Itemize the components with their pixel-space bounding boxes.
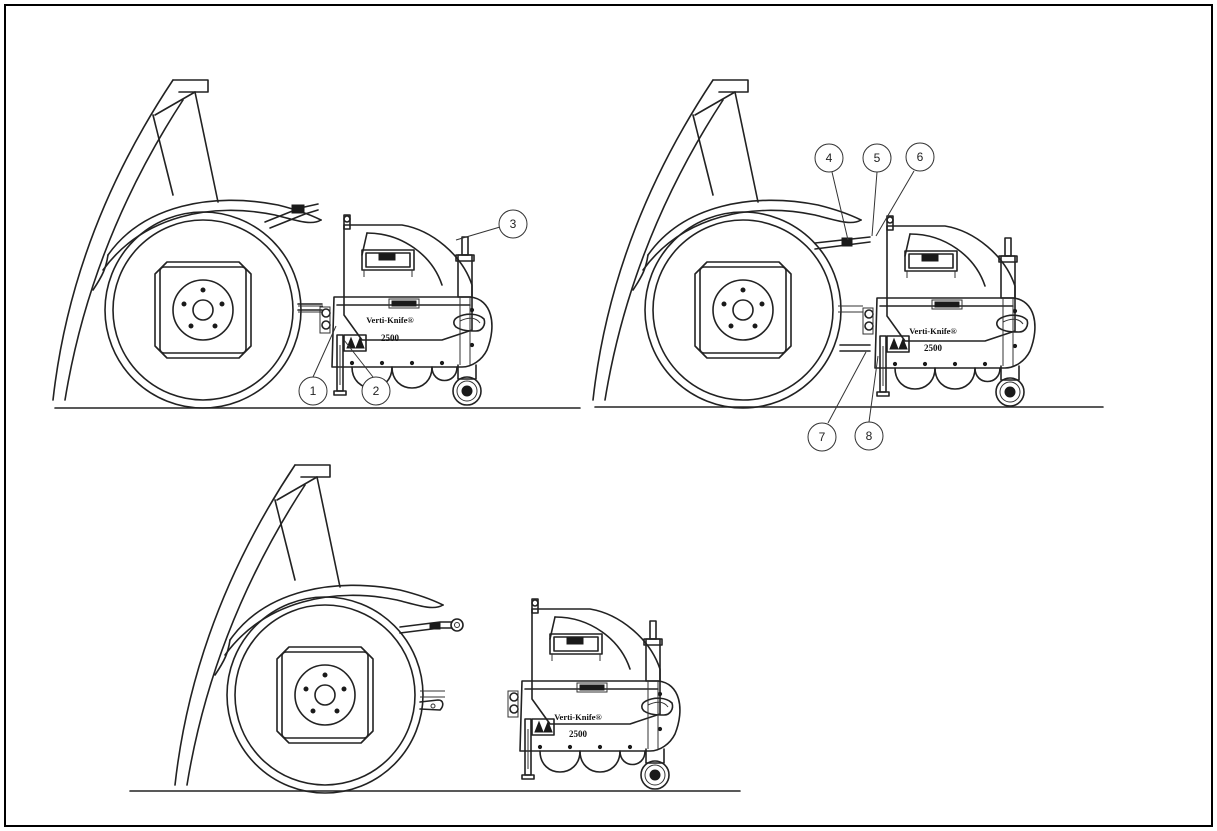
model-label-3: 2500 bbox=[569, 729, 588, 739]
callout-5: 5 bbox=[862, 143, 892, 173]
callout-1: 1 bbox=[298, 376, 328, 406]
view-3: Verti-Knife® 2500 bbox=[129, 464, 741, 794]
view-1: Verti-Knife® 2500 bbox=[52, 79, 581, 409]
svg-text:3: 3 bbox=[510, 217, 517, 231]
svg-text:8: 8 bbox=[866, 429, 873, 443]
view-2: Verti-Knife® 2500 bbox=[592, 79, 1104, 409]
svg-text:6: 6 bbox=[917, 150, 924, 164]
callout-7: 7 bbox=[807, 422, 837, 452]
verti-knife-2 bbox=[862, 215, 1036, 407]
callout-2: 2 bbox=[361, 376, 391, 406]
tractor-2 bbox=[592, 79, 864, 409]
svg-text:7: 7 bbox=[819, 430, 826, 444]
verti-knife-3 bbox=[507, 598, 681, 790]
brand-label-1: Verti-Knife® bbox=[366, 315, 414, 325]
callout-4: 4 bbox=[814, 143, 844, 173]
top-link-3 bbox=[399, 621, 453, 628]
verti-knife-1 bbox=[319, 214, 493, 406]
callout-6: 6 bbox=[905, 142, 935, 172]
model-label-2: 2500 bbox=[924, 343, 943, 353]
tractor-3 bbox=[174, 464, 446, 794]
callout-3: 3 bbox=[498, 209, 528, 239]
svg-text:1: 1 bbox=[310, 384, 317, 398]
svg-text:4: 4 bbox=[826, 151, 833, 165]
callouts: 1 2 3 4 5 6 7 8 bbox=[298, 142, 935, 452]
brand-label-2: Verti-Knife® bbox=[909, 326, 957, 336]
tractor-1 bbox=[52, 79, 324, 409]
svg-text:2: 2 bbox=[373, 384, 380, 398]
svg-text:5: 5 bbox=[874, 151, 881, 165]
callout-8: 8 bbox=[854, 421, 884, 451]
brand-label-3: Verti-Knife® bbox=[554, 712, 602, 722]
model-label-1: 2500 bbox=[381, 333, 400, 343]
